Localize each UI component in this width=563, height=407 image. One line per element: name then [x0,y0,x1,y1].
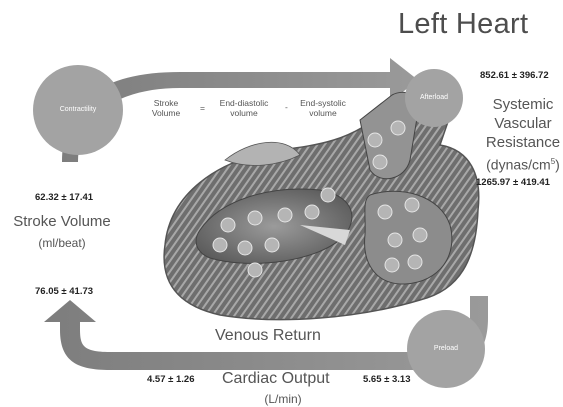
equation-term2-line2: volume [300,108,346,118]
equation-lhs-line2: Volume [152,108,180,118]
contractility-label: Contractility [60,106,97,113]
svr-unit: (dynas/cm5) [486,152,560,175]
equation-term1-line2: volume [220,108,269,118]
svr-label-line2: Vascular [486,114,560,133]
svr-label: Systemic Vascular Resistance (dynas/cm5) [486,95,560,175]
stroke-volume-value-top: 62.32 ± 17.41 [35,192,93,203]
cardiac-output-value-left: 4.57 ± 1.26 [147,374,194,385]
stroke-volume-label: Stroke Volume [13,213,111,230]
equation-minus: - [285,102,288,112]
equation-term1: End-diastolic volume [220,98,269,118]
cardiac-output-value-right: 5.65 ± 3.13 [363,374,410,385]
equation-term1-line1: End-diastolic [220,98,269,108]
svr-value-top: 852.61 ± 396.72 [480,70,549,81]
equation-lhs-line1: Stroke [152,98,180,108]
preload-label: Preload [434,345,458,352]
svr-value-bottom: 1265.97 ± 419.41 [476,177,550,188]
svr-unit-prefix: (dynas/cm [486,157,551,173]
stroke-volume-unit: (ml/beat) [38,236,85,250]
equation-term2: End-systolic volume [300,98,346,118]
svr-label-line3: Resistance [486,133,560,152]
page-title: Left Heart [398,8,528,41]
equation-term2-line1: End-systolic [300,98,346,108]
cardiac-output-label: Cardiac Output [222,370,330,388]
stroke-volume-value-bottom: 76.05 ± 41.73 [35,286,93,297]
afterload-label: Afterload [420,94,448,101]
svr-unit-suffix: ) [555,157,560,173]
equation-equals: = [200,103,205,113]
cardiac-output-unit: (L/min) [264,392,301,406]
svr-label-line1: Systemic [486,95,560,114]
venous-return-label: Venous Return [215,327,321,345]
equation-lhs: Stroke Volume [152,98,180,118]
